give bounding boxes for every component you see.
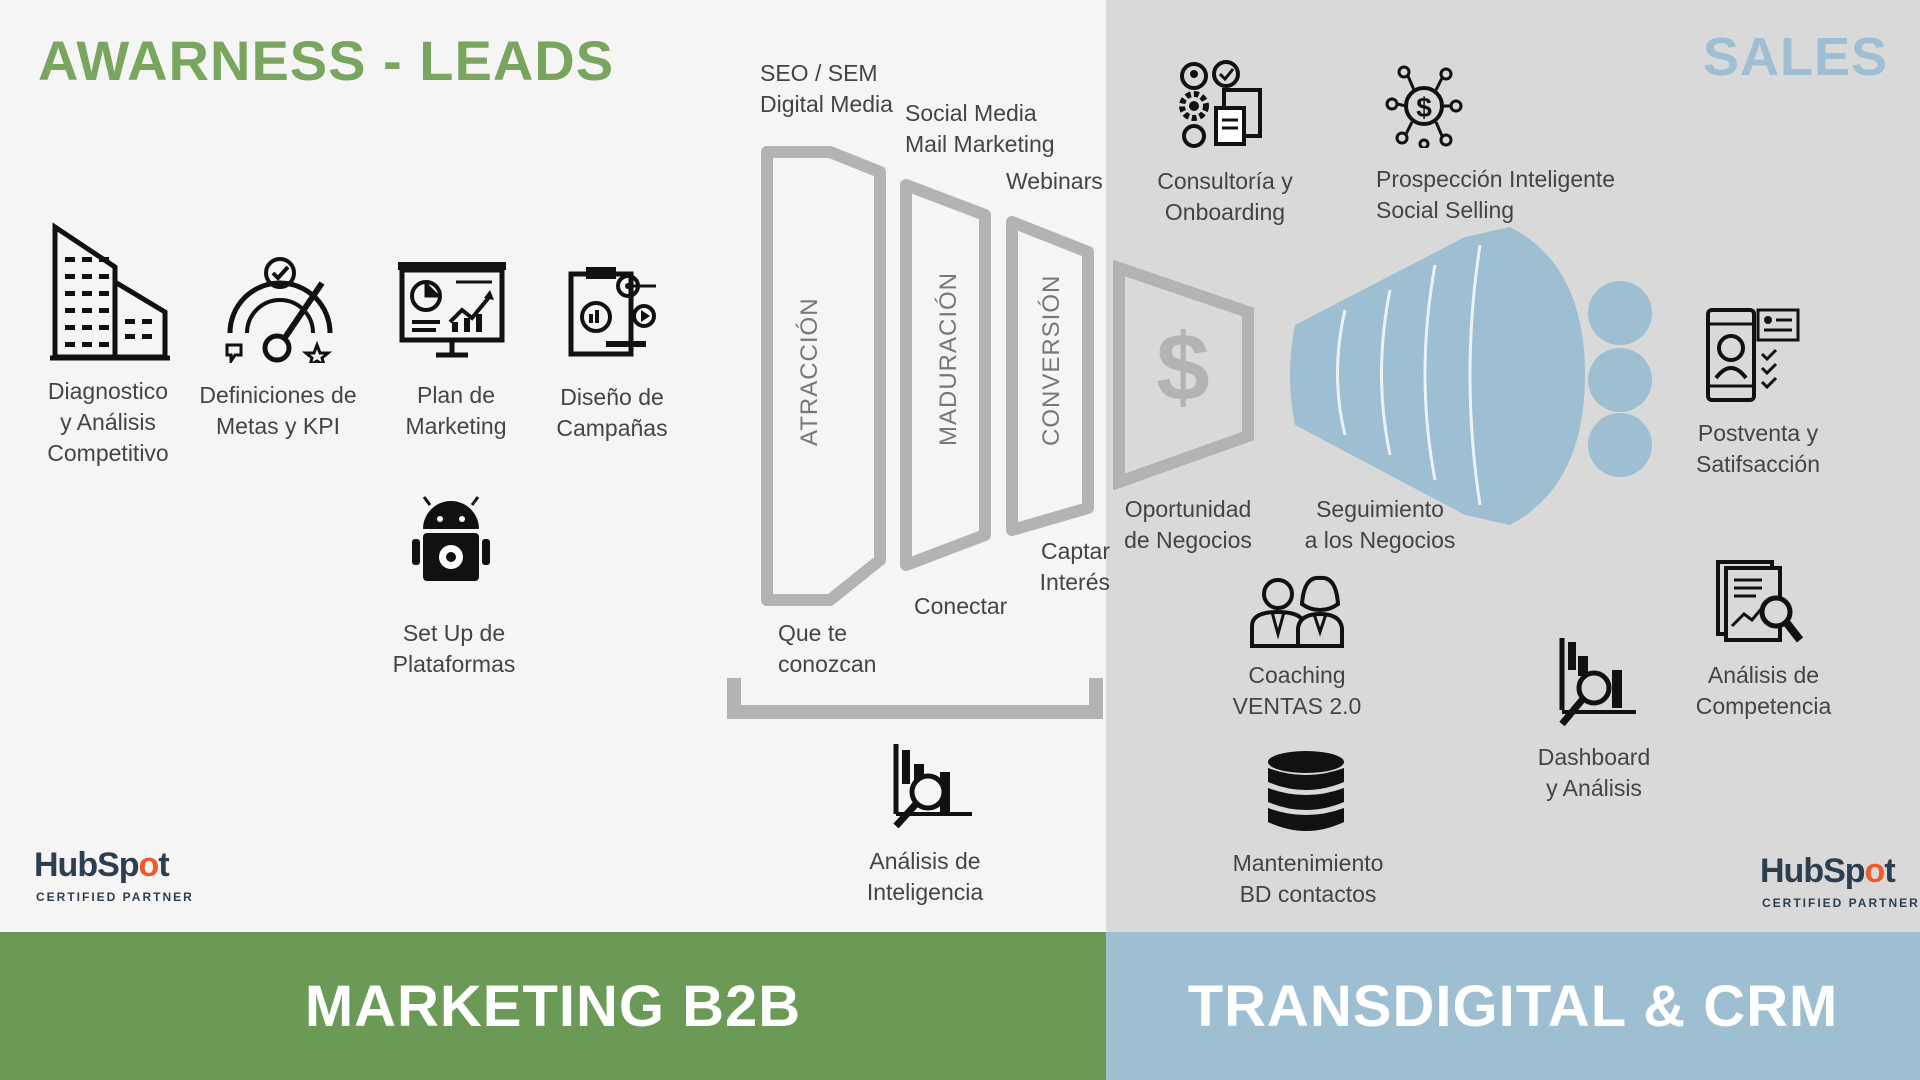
footer-marketing: MARKETING B2B [0,932,1106,1080]
sales-funnel-dollar: $ [1113,260,1254,490]
gauge-target-icon [225,257,333,363]
maduracion-shape [900,179,991,571]
atraccion-shape [761,146,886,606]
svg-text:$: $ [1416,92,1432,123]
intelligence-analysis-icon [893,744,972,828]
hubspot-certified-right: CERTIFIED PARTNER [1762,896,1920,910]
conectar-label: Conectar [914,593,1008,619]
stage-maduracion: MADURACIÓN [935,271,962,446]
building-icon [50,222,170,361]
database-icon [1268,751,1344,831]
coaching-team-icon [1250,575,1344,648]
megaphone-icon [1290,227,1652,525]
presentation-board-icon [398,262,506,358]
consulting-onboarding-icon [1179,60,1262,148]
prospecting-network-icon: $ [1385,65,1463,148]
stage-conversion: CONVERSIÓN [1038,274,1065,446]
hubspot-logo-left: HubSpot [34,846,170,884]
stage-atraccion: ATRACCIÓN [796,297,823,446]
hubspot-certified-left: CERTIFIED PARTNER [36,890,194,904]
svg-text:$: $ [1156,314,1209,421]
awareness-title: AWARNESS - LEADS [38,29,615,92]
footer-marketing-label: MARKETING B2B [304,973,802,1039]
hubspot-logo-right: HubSpot [1760,852,1896,890]
customer-support-icon [1706,308,1800,402]
campaign-clipboard-icon [568,267,656,357]
webinars-label: Webinars [1006,168,1103,194]
marketing-funnel [720,140,1103,719]
funnel-base-bracket [727,678,1103,719]
android-gear-icon [412,496,490,581]
conversion-shape [1006,216,1094,536]
footer-transdigital-label: TRANSDIGITAL & CRM [1187,973,1839,1039]
footer-transdigital: TRANSDIGITAL & CRM [1106,932,1920,1080]
dashboard-analysis-icon [1559,638,1636,727]
competition-analysis-icon [1716,560,1804,643]
sales-title: SALES [1702,27,1888,87]
